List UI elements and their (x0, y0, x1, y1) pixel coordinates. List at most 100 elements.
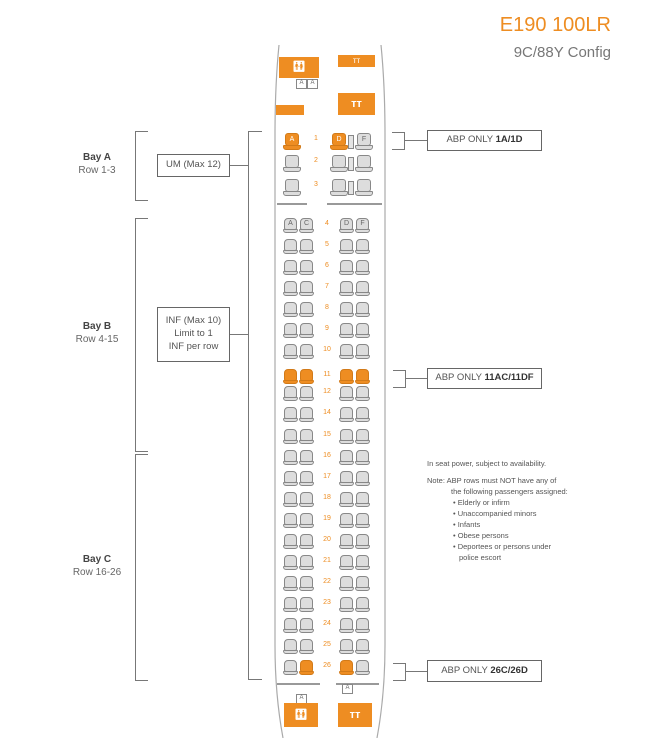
seat-6C[interactable] (299, 260, 314, 276)
seat-7C[interactable] (299, 281, 314, 297)
seat-16F[interactable] (355, 450, 370, 466)
seat-14F[interactable] (355, 407, 370, 423)
seat-1A[interactable]: A (283, 133, 301, 151)
seat-10D[interactable] (339, 344, 354, 360)
seat-21F[interactable] (355, 555, 370, 571)
seat-18C[interactable] (299, 492, 314, 508)
seat-17F[interactable] (355, 471, 370, 487)
seat-25A[interactable] (283, 639, 298, 655)
seat-12A[interactable] (283, 386, 298, 402)
seat-6A[interactable] (283, 260, 298, 276)
seat-23F[interactable] (355, 597, 370, 613)
seat-10F[interactable] (355, 344, 370, 360)
seat-19F[interactable] (355, 513, 370, 529)
seat-23C[interactable] (299, 597, 314, 613)
seat-22C[interactable] (299, 576, 314, 592)
seat-7F[interactable] (355, 281, 370, 297)
seat-22A[interactable] (283, 576, 298, 592)
seat-26F[interactable] (355, 660, 370, 676)
seat-20F[interactable] (355, 534, 370, 550)
seat-15D[interactable] (339, 429, 354, 445)
seat-15C[interactable] (299, 429, 314, 445)
seat-9C[interactable] (299, 323, 314, 339)
seat-12D[interactable] (339, 386, 354, 402)
seat-5A[interactable] (283, 239, 298, 255)
seat-11C[interactable] (299, 369, 314, 385)
seat-25D[interactable] (339, 639, 354, 655)
seat-19D[interactable] (339, 513, 354, 529)
seat-6D[interactable] (339, 260, 354, 276)
seat-9A[interactable] (283, 323, 298, 339)
seat-26A[interactable] (283, 660, 298, 676)
seat-16A[interactable] (283, 450, 298, 466)
seat-15A[interactable] (283, 429, 298, 445)
seat-9D[interactable] (339, 323, 354, 339)
seat-5D[interactable] (339, 239, 354, 255)
seat-8C[interactable] (299, 302, 314, 318)
seat-12F[interactable] (355, 386, 370, 402)
seat-23D[interactable] (339, 597, 354, 613)
seat-25C[interactable] (299, 639, 314, 655)
seat-19C[interactable] (299, 513, 314, 529)
seat-9F[interactable] (355, 323, 370, 339)
seat-4F[interactable]: F (355, 218, 370, 234)
seat-8F[interactable] (355, 302, 370, 318)
seat-21D[interactable] (339, 555, 354, 571)
seat-4C[interactable]: C (299, 218, 314, 234)
seat-23A[interactable] (283, 597, 298, 613)
seat-10C[interactable] (299, 344, 314, 360)
seat-6F[interactable] (355, 260, 370, 276)
seat-21A[interactable] (283, 555, 298, 571)
seat-3A[interactable] (283, 179, 301, 197)
seat-5C[interactable] (299, 239, 314, 255)
seat-2A[interactable] (283, 155, 301, 173)
seat-11D[interactable] (339, 369, 354, 385)
seat-14A[interactable] (283, 407, 298, 423)
seat-20D[interactable] (339, 534, 354, 550)
seat-24F[interactable] (355, 618, 370, 634)
seat-7A[interactable] (283, 281, 298, 297)
seat-2D[interactable] (330, 155, 348, 173)
seat-14C[interactable] (299, 407, 314, 423)
seat-24D[interactable] (339, 618, 354, 634)
seat-26C[interactable] (299, 660, 314, 676)
seat-18D[interactable] (339, 492, 354, 508)
seat-1F[interactable]: F (355, 133, 373, 151)
seat-18A[interactable] (283, 492, 298, 508)
seat-3D[interactable] (330, 179, 348, 197)
seat-5F[interactable] (355, 239, 370, 255)
seat-12C[interactable] (299, 386, 314, 402)
seat-24C[interactable] (299, 618, 314, 634)
seat-3F[interactable] (355, 179, 373, 197)
seat-24A[interactable] (283, 618, 298, 634)
seat-8D[interactable] (339, 302, 354, 318)
seat-22F[interactable] (355, 576, 370, 592)
seat-4A[interactable]: A (283, 218, 298, 234)
seat-19A[interactable] (283, 513, 298, 529)
seat-20C[interactable] (299, 534, 314, 550)
seat-16D[interactable] (339, 450, 354, 466)
seat-17A[interactable] (283, 471, 298, 487)
seat-17D[interactable] (339, 471, 354, 487)
seat-11A[interactable] (283, 369, 298, 385)
seat-8A[interactable] (283, 302, 298, 318)
seat-1D[interactable]: D (330, 133, 348, 151)
seat-16C[interactable] (299, 450, 314, 466)
note-item: • Infants (453, 520, 481, 529)
seat-4D[interactable]: D (339, 218, 354, 234)
seat-20A[interactable] (283, 534, 298, 550)
seat-10A[interactable] (283, 344, 298, 360)
seat-7D[interactable] (339, 281, 354, 297)
seat-18F[interactable] (355, 492, 370, 508)
seat-2F[interactable] (355, 155, 373, 173)
seat-21C[interactable] (299, 555, 314, 571)
seat-14D[interactable] (339, 407, 354, 423)
seat-17C[interactable] (299, 471, 314, 487)
seat-cushion (283, 397, 298, 401)
seat-25F[interactable] (355, 639, 370, 655)
seat-cushion (339, 545, 354, 549)
seat-15F[interactable] (355, 429, 370, 445)
seat-22D[interactable] (339, 576, 354, 592)
seat-11F[interactable] (355, 369, 370, 385)
seat-26D[interactable] (339, 660, 354, 676)
